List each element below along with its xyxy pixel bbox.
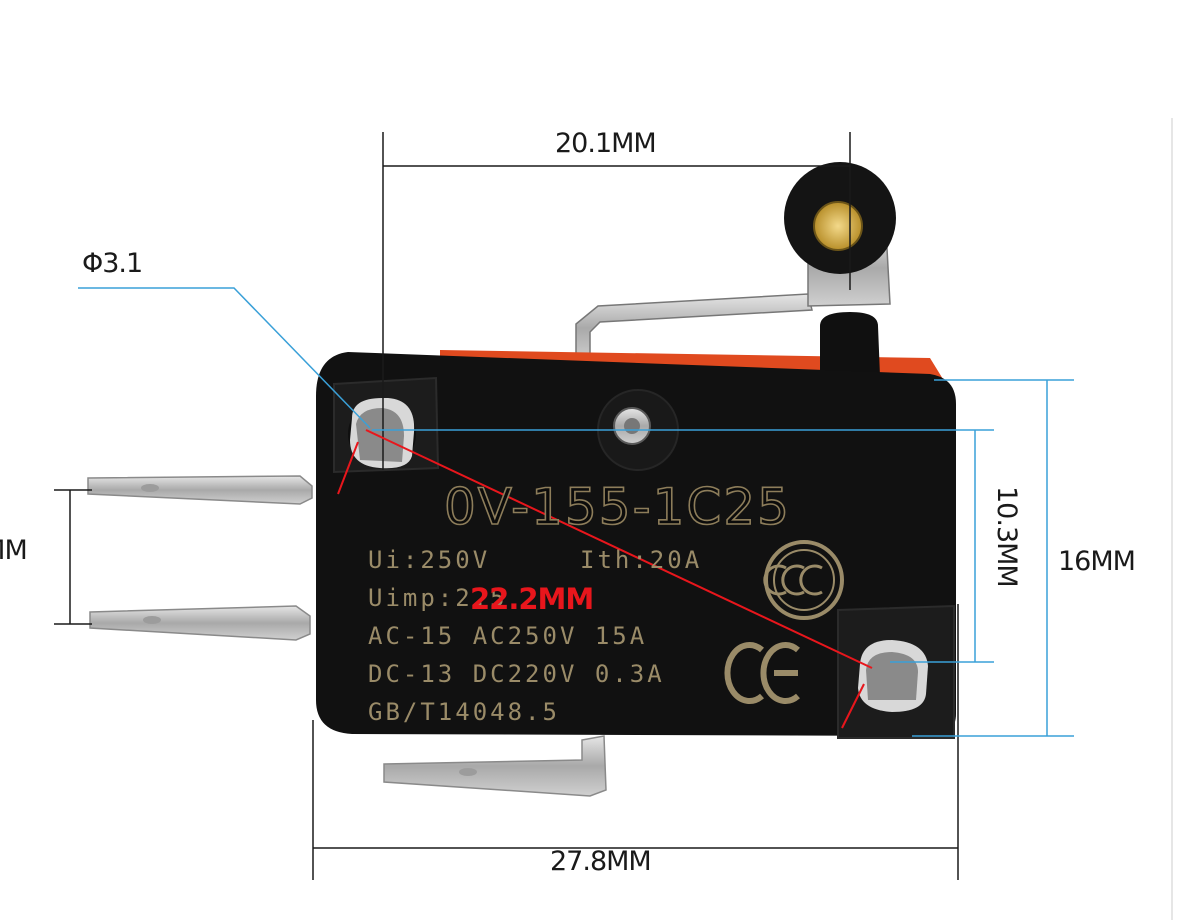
dim-top-width: 20.1MM (555, 128, 657, 159)
dim-vertical-hole-spacing: 10.3MM (991, 486, 1022, 587)
model-number: 0V-155-1C25 (443, 477, 791, 537)
rating-voltage: Ui:250V (368, 546, 491, 574)
mounting-hole-left (348, 398, 416, 469)
red-hole-spacing-line (337, 429, 873, 729)
terminal-lower (89, 605, 311, 641)
ce-mark (724, 642, 800, 704)
rating-dc: DC-13 DC220V 0.3A (368, 660, 665, 688)
roller (784, 162, 896, 274)
blue-dimension-lines (78, 287, 1074, 737)
rating-current: Ith:20A (580, 546, 703, 574)
rating-impulse: Uimp:2.5 (368, 584, 508, 612)
dim-hole-diameter: Φ3.1 (82, 248, 143, 279)
terminal-upper (87, 475, 313, 505)
terminal-bottom (383, 735, 607, 797)
mounting-hole-right (858, 640, 928, 712)
dim-body-height: 16MM (1058, 546, 1136, 577)
standard-code: GB/T14048.5 (368, 698, 560, 726)
dim-pin-spacing: 6MM (0, 535, 28, 566)
dim-body-length: 27.8MM (550, 846, 652, 877)
ccc-mark (763, 540, 844, 620)
dim-hole-spacing: 22.2MM (470, 582, 594, 616)
dimension-lines (54, 132, 959, 880)
actuator-plunger (820, 312, 880, 378)
rating-ac: AC-15 AC250V 15A (368, 622, 648, 650)
